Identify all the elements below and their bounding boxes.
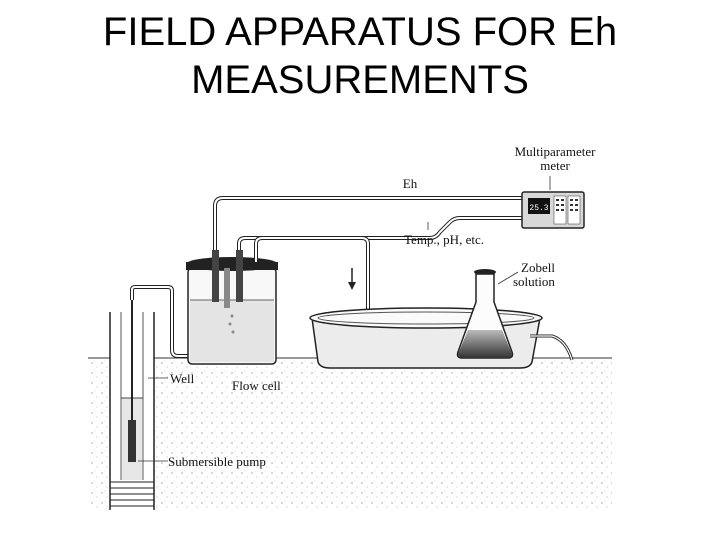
- electrode-eh: [212, 250, 219, 302]
- slide-title: FIELD APPARATUS FOR Eh MEASUREMENTS: [0, 8, 720, 104]
- submersible-pump: [128, 300, 136, 462]
- multiparameter-meter: 25.3: [521, 191, 585, 229]
- electrode-temp-ph: [236, 250, 243, 302]
- flow-cell: [186, 250, 278, 365]
- leader-lines: [138, 176, 551, 462]
- label-flow-cell: Flow cell: [232, 378, 281, 393]
- label-multiparameter-meter: Multiparameter: [515, 144, 597, 159]
- label-meter: meter: [540, 158, 570, 173]
- ground: [88, 357, 612, 510]
- label-well: Well: [170, 371, 195, 386]
- well-screen: [110, 481, 154, 507]
- label-solution: solution: [513, 274, 555, 289]
- meter-display-readout: 25.3: [529, 204, 548, 213]
- label-temp-ph: Temp., pH, etc.: [404, 232, 484, 247]
- label-zobell: Zobell: [521, 260, 555, 275]
- title-line-2: MEASUREMENTS: [191, 58, 529, 102]
- zobell-flask: [456, 269, 514, 359]
- flow-arrow: [348, 268, 356, 290]
- label-submersible-pump: Submersible pump: [168, 454, 266, 469]
- title-line-1: FIELD APPARATUS FOR Eh: [102, 10, 618, 54]
- label-eh: Eh: [403, 176, 418, 191]
